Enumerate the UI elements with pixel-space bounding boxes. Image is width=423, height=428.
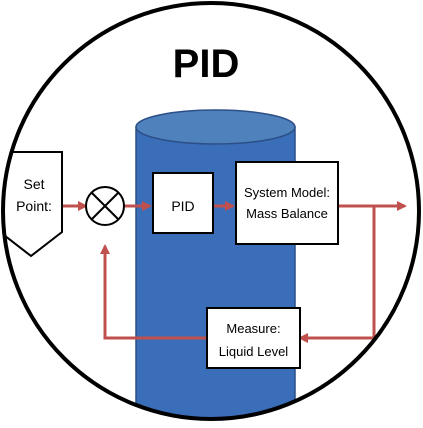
diagram-title: PID: [173, 42, 240, 86]
system-model-block: System Model: Mass Balance: [235, 161, 339, 245]
tank-top: [135, 109, 296, 145]
set-point-label-line2: Point:: [16, 198, 52, 214]
system-model-label-line2: Mass Balance: [246, 206, 328, 221]
circle-frame: [1, 1, 421, 421]
pid-block: PID: [152, 172, 214, 234]
measure-label-line2: Liquid Level: [219, 344, 288, 359]
set-point-label-line1: Set: [23, 176, 44, 192]
set-point-block: Set Point:: [3, 151, 63, 258]
measure-label-line1: Measure:: [226, 321, 280, 336]
tank: [135, 109, 296, 419]
system-model-label-line1: System Model:: [244, 185, 330, 200]
arrow-measure-to-sum: [100, 244, 207, 340]
pid-block-label: PID: [171, 198, 194, 214]
circle-x-icon: [85, 186, 125, 226]
measure-block: Measure: Liquid Level: [206, 307, 301, 369]
